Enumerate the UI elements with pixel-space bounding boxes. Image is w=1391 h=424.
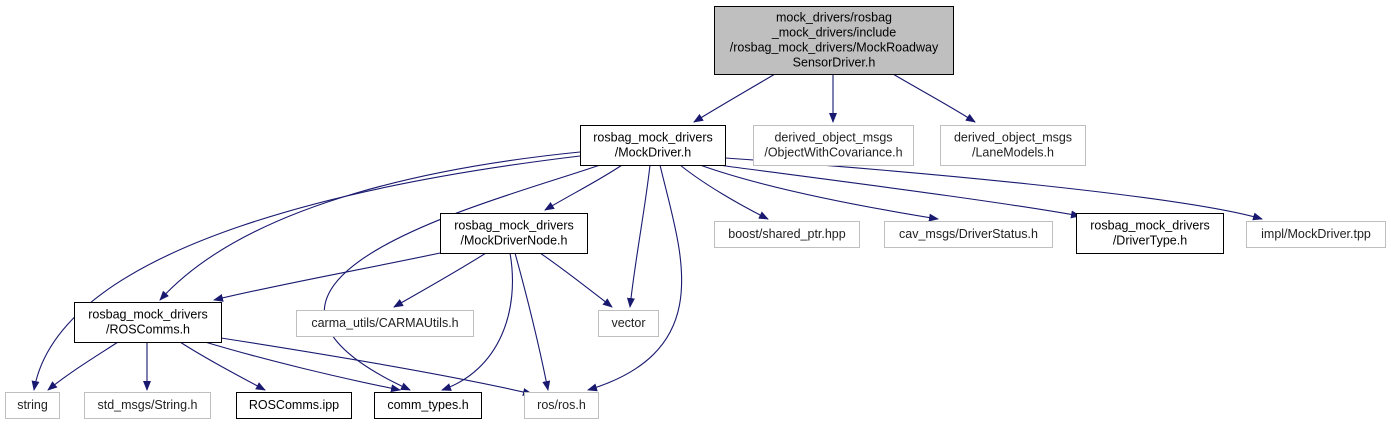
edge-root-to-mockdriver bbox=[693, 73, 776, 123]
node-label-line: SensorDriver.h bbox=[793, 56, 876, 70]
edge-mockdriver-to-string bbox=[31, 155, 581, 391]
node-label-line: _mock_drivers/include bbox=[771, 26, 896, 40]
node-label-line: derived_object_msgs bbox=[954, 131, 1072, 145]
node-sharedptr: boost/shared_ptr.hpp bbox=[714, 221, 860, 248]
node-rosros: ros/ros.h bbox=[524, 392, 599, 419]
node-drivertype[interactable]: rosbag_mock_drivers/DriverType.h bbox=[1076, 213, 1224, 254]
node-commtypes[interactable]: comm_types.h bbox=[374, 392, 482, 419]
node-carmautils: carma_utils/CARMAUtils.h bbox=[296, 310, 474, 337]
node-label-line: cav_msgs/DriverStatus.h bbox=[899, 227, 1038, 241]
node-label-line: carma_utils/CARMAUtils.h bbox=[311, 316, 458, 330]
node-box bbox=[580, 125, 726, 166]
node-box bbox=[5, 392, 60, 419]
node-box bbox=[1246, 221, 1386, 248]
node-label-line: /rosbag_mock_drivers/MockRoadway bbox=[730, 41, 939, 55]
node-label-line: rosbag_mock_drivers bbox=[454, 219, 574, 233]
node-box bbox=[1076, 213, 1224, 254]
node-label-line: ROSComms.ipp bbox=[249, 398, 339, 412]
node-label-line: mock_drivers/rosbag bbox=[776, 11, 892, 25]
node-stdstring: std_msgs/String.h bbox=[84, 392, 211, 419]
node-box bbox=[296, 310, 474, 337]
node-label-line: derived_object_msgs bbox=[774, 131, 892, 145]
node-box bbox=[440, 213, 588, 254]
edge-mockdrivernode-to-roscomms bbox=[213, 252, 441, 302]
edge-mockdriver-to-drivertype bbox=[717, 164, 1081, 219]
node-lanemodels: derived_object_msgs/LaneModels.h bbox=[940, 125, 1086, 166]
node-label-line: ros/ros.h bbox=[537, 398, 586, 412]
node-roscomms[interactable]: rosbag_mock_drivers/ROSComms.h bbox=[74, 302, 222, 343]
node-label-line: boost/shared_ptr.hpp bbox=[728, 227, 845, 241]
node-label-line: /MockDriverNode.h bbox=[461, 234, 568, 248]
edge-roscomms-to-roscommsipp bbox=[179, 341, 266, 391]
node-label-line: comm_types.h bbox=[387, 398, 468, 412]
edge-mockdrivernode-to-commtypes bbox=[441, 252, 513, 391]
node-box bbox=[84, 392, 211, 419]
node-impl: impl/MockDriver.tpp bbox=[1246, 221, 1386, 248]
node-string: string bbox=[5, 392, 60, 419]
node-label-line: rosbag_mock_drivers bbox=[1090, 219, 1210, 233]
edge-root-to-lanemodels bbox=[892, 73, 976, 123]
edge-roscomms-to-rosros bbox=[220, 337, 533, 396]
edge-mockdriver-to-sharedptr bbox=[679, 164, 769, 220]
node-label-line: /MockDriver.h bbox=[615, 146, 691, 160]
edge-mockdriver-to-vector bbox=[626, 164, 651, 308]
edge-mockdriver-to-rosros bbox=[587, 164, 683, 392]
edge-mockdriver-to-mockdrivernode bbox=[544, 164, 623, 211]
node-label-line: /DriverType.h bbox=[1113, 234, 1187, 248]
node-box bbox=[374, 392, 482, 419]
node-box bbox=[74, 302, 222, 343]
node-box bbox=[598, 310, 659, 337]
node-label-line: /LaneModels.h bbox=[972, 146, 1054, 160]
node-box bbox=[236, 392, 352, 419]
edge-mockdriver-to-driverstatus bbox=[699, 164, 939, 222]
edge-roscomms-to-string bbox=[47, 341, 119, 391]
node-objcov: derived_object_msgs/ObjectWithCovariance… bbox=[753, 125, 914, 166]
node-box bbox=[753, 125, 914, 166]
edge-mockdriver-to-impl bbox=[724, 157, 1263, 221]
edge-mockdrivernode-to-vector bbox=[539, 252, 613, 308]
node-label-line: rosbag_mock_drivers bbox=[593, 131, 713, 145]
node-label-line: string bbox=[17, 398, 48, 412]
node-box bbox=[714, 6, 954, 75]
node-box bbox=[884, 221, 1053, 248]
node-roscommsipp[interactable]: ROSComms.ipp bbox=[236, 392, 352, 419]
node-root: mock_drivers/rosbag_mock_drivers/include… bbox=[714, 6, 954, 75]
node-label-line: rosbag_mock_drivers bbox=[88, 308, 208, 322]
edge-mockdrivernode-to-carmautils bbox=[393, 252, 487, 308]
node-box bbox=[524, 392, 599, 419]
nodes-layer: mock_drivers/rosbag_mock_drivers/include… bbox=[5, 6, 1386, 419]
node-label-line: vector bbox=[611, 316, 645, 330]
node-box bbox=[940, 125, 1086, 166]
edges-layer bbox=[31, 73, 1263, 396]
edge-roscomms-to-commtypes bbox=[204, 341, 401, 393]
node-mockdrivernode[interactable]: rosbag_mock_drivers/MockDriverNode.h bbox=[440, 213, 588, 254]
edge-mockdriver-to-commtypes bbox=[323, 164, 601, 391]
node-label-line: std_msgs/String.h bbox=[97, 398, 197, 412]
edge-mockdriver-to-roscomms bbox=[159, 151, 581, 301]
node-label-line: /ObjectWithCovariance.h bbox=[764, 146, 902, 160]
node-mockdriver[interactable]: rosbag_mock_drivers/MockDriver.h bbox=[580, 125, 726, 166]
node-label-line: impl/MockDriver.tpp bbox=[1261, 227, 1371, 241]
node-label-line: /ROSComms.h bbox=[106, 323, 190, 337]
node-vector: vector bbox=[598, 310, 659, 337]
edge-mockdrivernode-to-rosros bbox=[514, 252, 551, 391]
node-box bbox=[714, 221, 860, 248]
node-driverstatus: cav_msgs/DriverStatus.h bbox=[884, 221, 1053, 248]
